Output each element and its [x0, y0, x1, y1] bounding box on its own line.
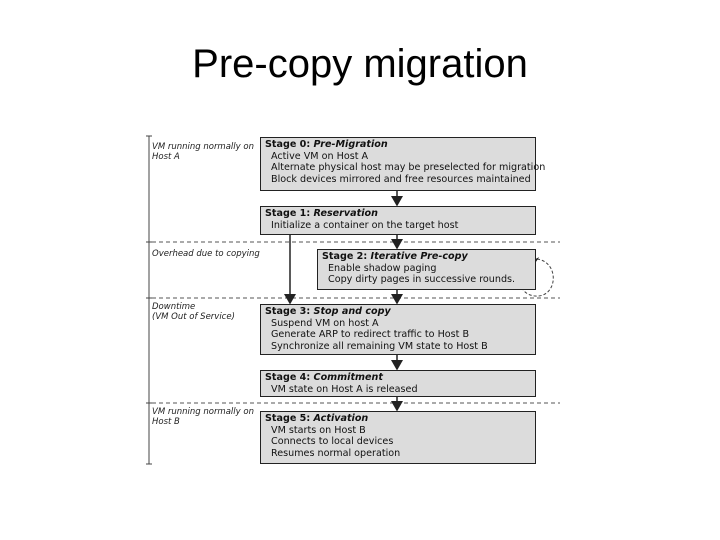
stage-0-box: Stage 0: Pre-Migration Active VM on Host…: [260, 137, 546, 191]
stage-0-line: Block devices mirrored and free resource…: [271, 173, 531, 185]
stage-5-line: Resumes normal operation: [271, 447, 401, 459]
label-downtime: Downtime(VM Out of Service): [152, 302, 235, 322]
stage-0-line: Active VM on Host A: [271, 150, 369, 162]
stage-1-title: Stage 1: Reservation: [265, 208, 378, 219]
stage-2-line: Copy dirty pages in successive rounds.: [328, 274, 516, 285]
stage-3-line: Generate ARP to redirect traffic to Host…: [271, 329, 470, 340]
stage-1-box: Stage 1: Reservation Initialize a contai…: [260, 206, 536, 235]
stage-3-line: Suspend VM on host A: [271, 317, 379, 329]
stage-5-title: Stage 5: Activation: [265, 413, 369, 424]
label-overhead: Overhead due to copying: [152, 249, 260, 259]
stage-1-line: Initialize a container on the target hos…: [271, 219, 459, 231]
stage-3-title: Stage 3: Stop and copy: [265, 306, 391, 317]
stage-2-title: Stage 2: Iterative Pre-copy: [322, 251, 468, 262]
stage-0-line: Alternate physical host may be preselect…: [271, 162, 546, 173]
stage-4-title: Stage 4: Commitment: [265, 372, 383, 383]
slide-title: Pre-copy migration: [192, 42, 528, 86]
stage-5-box: Stage 5: Activation VM starts on Host B …: [260, 411, 536, 464]
stage-2-line: Enable shadow paging: [328, 262, 437, 274]
stage-4-line: VM state on Host A is released: [271, 383, 418, 395]
stage-3-box: Stage 3: Stop and copy Suspend VM on hos…: [260, 304, 536, 355]
stage-2-box: Stage 2: Iterative Pre-copy Enable shado…: [317, 249, 536, 290]
stage-4-box: Stage 4: Commitment VM state on Host A i…: [260, 370, 536, 397]
stage-0-title: Stage 0: Pre-Migration: [265, 139, 388, 150]
stage-3-line: Synchronize all remaining VM state to Ho…: [271, 340, 488, 352]
stage-5-line: Connects to local devices: [271, 436, 394, 447]
stage-5-line: VM starts on Host B: [271, 424, 366, 436]
